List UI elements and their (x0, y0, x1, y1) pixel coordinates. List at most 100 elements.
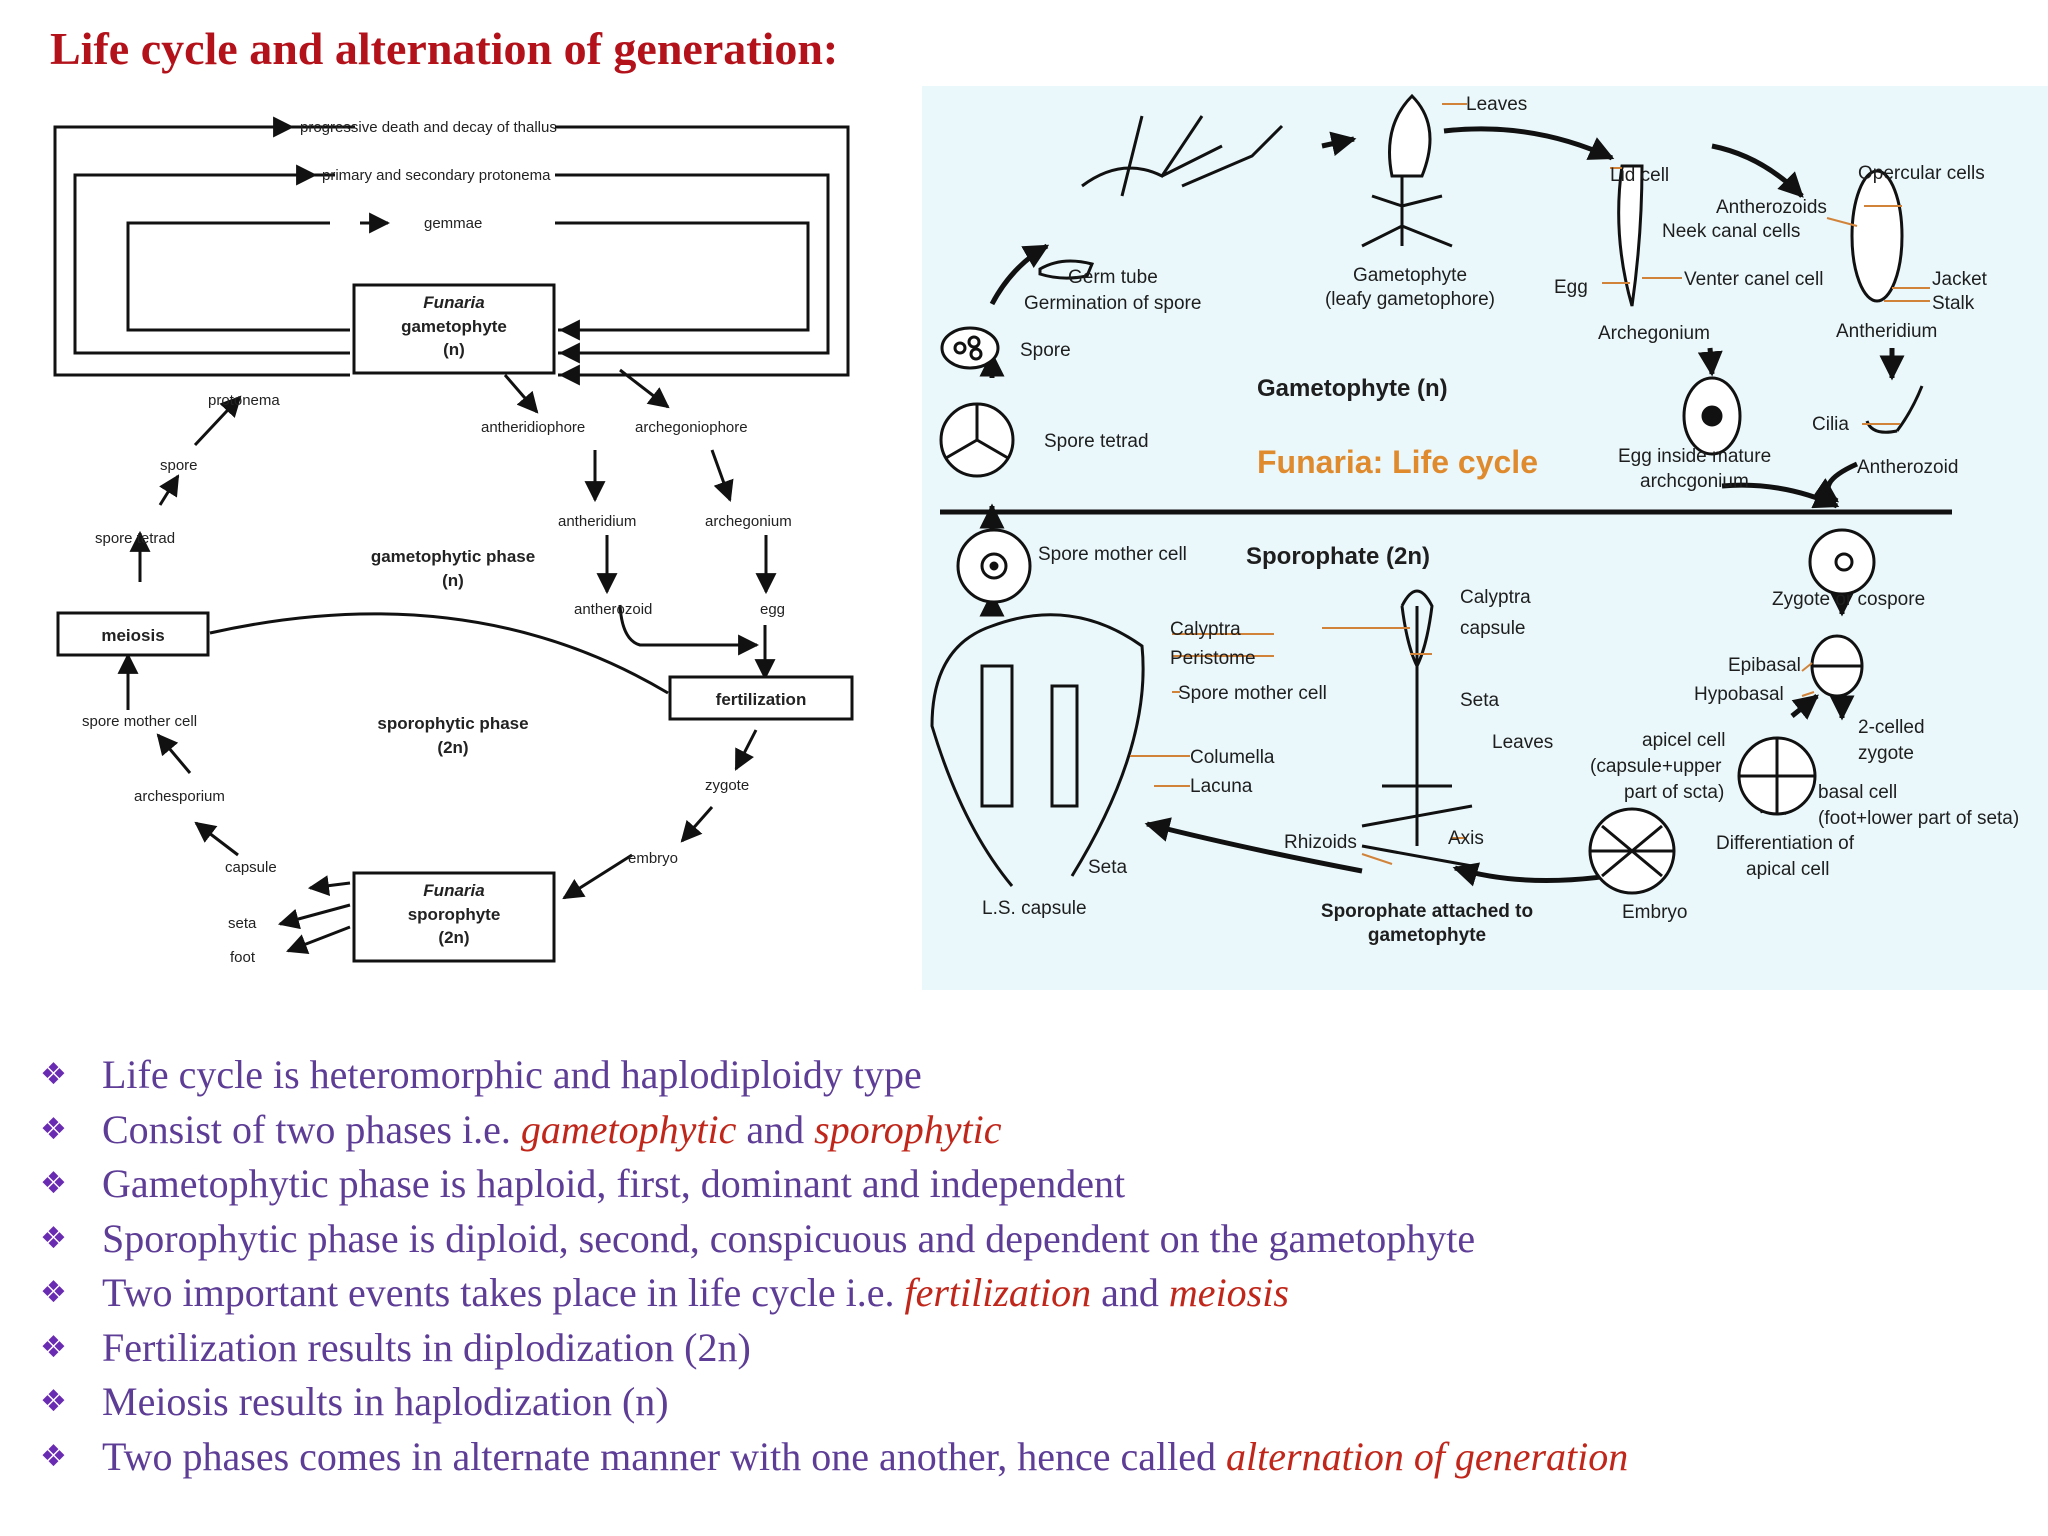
bullet-text: and (736, 1106, 815, 1152)
diamond-bullet-icon: ❖ (40, 1166, 67, 1201)
label-germination: Germination of spore (1024, 293, 1201, 314)
label-columella: Columella (1190, 747, 1275, 768)
label-spore: spore (160, 457, 198, 474)
label-egg: Egg (1554, 277, 1588, 298)
bullet-text: Life cycle is heteromorphic and haplodip… (102, 1052, 922, 1097)
sporophyte-box-line3: (2n) (438, 928, 469, 947)
gametophyte-box (352, 283, 556, 375)
label-apical-cell: apicel cell (1642, 730, 1725, 751)
label-rhizoids: Rhizoids (1284, 832, 1357, 853)
label-spore-mother-cell: Spore mother cell (1038, 544, 1187, 565)
label-basal-cell: basal cell (1818, 782, 1897, 803)
label-cilia: Cilia (1812, 414, 1849, 435)
sporophytic-phase-ploidy: (2n) (437, 738, 468, 757)
label-lid-cell: Lid cell (1610, 165, 1669, 186)
bullet-text: Two important events takes place in life… (102, 1270, 905, 1315)
key-points-list: ❖ Life cycle is heteromorphic and haplodi… (40, 1048, 2030, 1484)
label-zygote: Zygote or cospore (1772, 589, 1925, 610)
bullet-item: ❖ Meiosis results in haplodization (n) (40, 1375, 2030, 1430)
gametophytic-phase-label: gametophytic phase (371, 547, 535, 566)
bullet-text: Meiosis results in haplodization (n) (102, 1379, 669, 1424)
label-capsule: capsule (1460, 618, 1526, 639)
highlighted-term: meiosis (1168, 1270, 1289, 1315)
label-leaves: Leaves (1492, 732, 1553, 753)
bullet-text: Two phases comes in alternate manner wit… (102, 1433, 1227, 1479)
bullet-item: ❖ Consist of two phases i.e. gametophytic… (40, 1103, 2030, 1158)
highlighted-term: alternation of generation (1226, 1433, 1629, 1479)
diamond-bullet-icon: ❖ (40, 1329, 67, 1365)
sporophyte-box-line2: sporophyte (408, 905, 501, 924)
label-zygote: zygote (705, 777, 749, 794)
label-differentiation: Differentiation of (1716, 833, 1855, 854)
label-part-of-seta: part of scta) (1624, 782, 1724, 803)
label-seta: seta (228, 915, 257, 932)
highlighted-term: fertilization (904, 1270, 1092, 1315)
label-foot: foot (230, 949, 256, 966)
gametophytic-phase-ploidy: (n) (442, 571, 464, 590)
label-neck-canal-cells: Neek canal cells (1662, 221, 1800, 242)
label-venter-canal-cell: Venter canel cell (1684, 269, 1823, 290)
label-antherozoid: Antherozoid (1857, 457, 1958, 478)
label-leafy-gametophore: (leafy gametophore) (1325, 289, 1495, 310)
sporophytic-phase-label: sporophytic phase (377, 714, 528, 733)
gametophyte-box-line1: Funaria (423, 293, 484, 312)
label-capsule-upper: (capsule+upper (1590, 756, 1722, 777)
label-jacket: Jacket (1932, 269, 1988, 290)
label-spore-mother-cell: spore mother cell (82, 713, 197, 730)
label-antheridiophore: antheridiophore (481, 419, 585, 436)
label-lacuna: Lacuna (1190, 776, 1253, 797)
fertilization-label: fertilization (716, 690, 807, 709)
label-antheridium: antheridium (558, 513, 636, 530)
gametophyte-box-line2: gametophyte (401, 317, 507, 336)
label-two-celled: 2-celled (1858, 717, 1925, 738)
bullet-text: and (1091, 1270, 1169, 1315)
label-spore: Spore (1020, 340, 1071, 361)
label-sporophate-attached: Sporophate attached to (1321, 901, 1533, 922)
label-antherozoids: Antherozoids (1716, 197, 1827, 218)
label-ls-capsule: L.S. capsule (982, 898, 1087, 919)
label-gametophyte2: gametophyte (1368, 925, 1486, 946)
label-archegonium2: archcgonium (1640, 471, 1749, 492)
bullet-text: Gametophytic phase is haploid, first, do… (102, 1161, 1126, 1206)
funaria-life-cycle-illustration: Gametophyte (n) Funaria: Life cycle Spor… (922, 86, 2048, 990)
label-archesporium: archesporium (134, 788, 225, 805)
label-seta: Seta (1460, 690, 1500, 711)
label-antherozoid: antherozoid (574, 601, 652, 618)
funaria-life-cycle-schematic: progressive death and decay of thallus p… (53, 116, 854, 966)
loop-label-protonema: primary and secondary protonema (322, 167, 551, 184)
highlighted-term: gametophytic (520, 1106, 737, 1152)
meiosis-box (56, 611, 210, 657)
bullet-item: ❖ Two phases comes in alternate manner wi… (40, 1430, 2030, 1485)
label-spore-tetrad: spore tetrad (95, 530, 175, 547)
gametophyte-phase-heading: Gametophyte (n) (1257, 375, 1448, 402)
diamond-bullet-icon: ❖ (40, 1111, 67, 1147)
label-stalk: Stalk (1932, 293, 1975, 314)
bullet-text: Sporophytic phase is diploid, second, co… (102, 1215, 1476, 1261)
label-archegonium: Archegonium (1598, 323, 1710, 344)
life-cycle-heading: Funaria: Life cycle (1257, 444, 1538, 480)
label-embryo: Embryo (1622, 902, 1687, 923)
label-zygote2: zygote (1858, 743, 1914, 764)
label-peristome: Peristome (1170, 648, 1256, 669)
label-apical-cell2: apical cell (1746, 859, 1829, 880)
label-gametophyte: Gametophyte (1353, 265, 1467, 286)
highlighted-term: sporophytic (814, 1106, 1002, 1152)
bullet-item: ❖ Sporophytic phase is diploid, second, c… (40, 1212, 2030, 1267)
label-protonema: protonema (208, 392, 280, 409)
diamond-bullet-icon: ❖ (40, 1220, 67, 1256)
bullet-text: Consist of two phases i.e. (102, 1106, 521, 1152)
label-spore-tetrad: Spore tetrad (1044, 431, 1149, 452)
label-foot-lower: (foot+lower part of seta) (1818, 808, 2019, 829)
label-capsule: capsule (225, 859, 277, 876)
label-seta2: Seta (1088, 857, 1128, 878)
label-opercular-cells: Opercular cells (1858, 163, 1985, 184)
diamond-bullet-icon: ❖ (40, 1438, 67, 1474)
diamond-bullet-icon: ❖ (40, 1057, 67, 1092)
label-egg: egg (760, 601, 785, 618)
label-antheridium: Antheridium (1836, 321, 1937, 342)
bullet-item: ❖Fertilization results in diplodization … (40, 1321, 2030, 1376)
label-germ-tube: Germ tube (1068, 267, 1158, 288)
label-leaves-top: Leaves (1466, 94, 1527, 115)
bullet-item: ❖ Gametophytic phase is haploid, first, d… (40, 1157, 2030, 1212)
diamond-bullet-icon: ❖ (40, 1384, 67, 1419)
